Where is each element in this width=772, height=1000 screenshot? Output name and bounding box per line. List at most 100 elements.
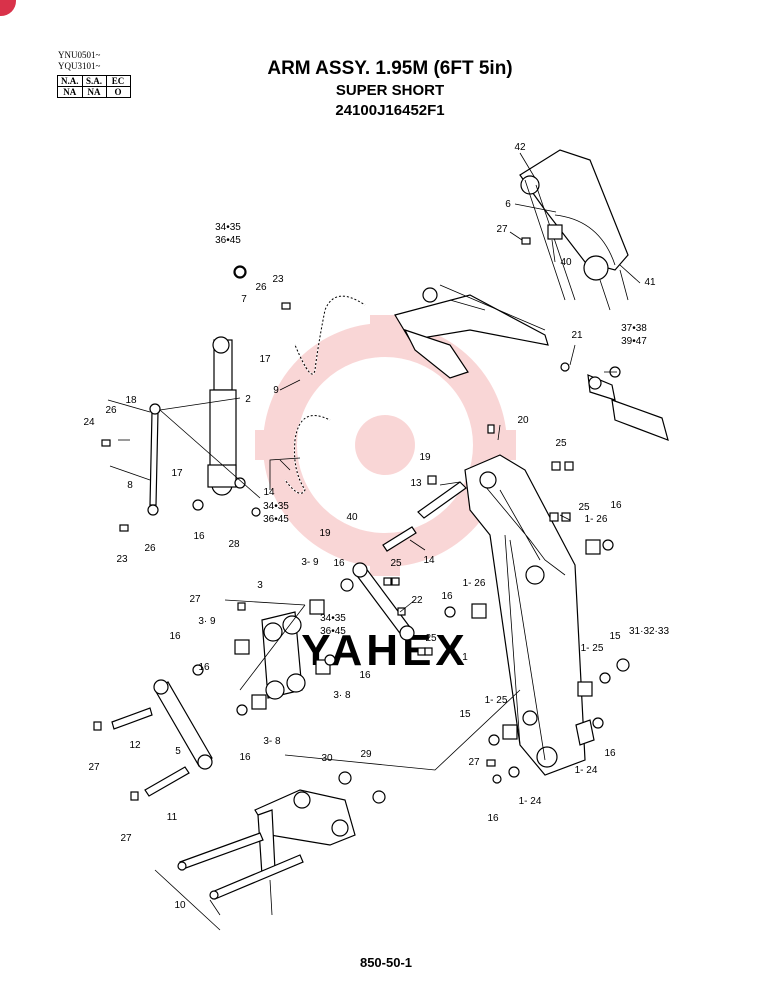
callout-label: 37•38 xyxy=(621,323,647,334)
serial-range-2: YQU3101~ xyxy=(58,61,101,71)
callout-label: 15 xyxy=(459,709,471,720)
callout-label: 34•35 xyxy=(320,613,346,624)
callout-label: 41 xyxy=(644,277,656,288)
callout-label: 1- 25 xyxy=(485,695,508,706)
callout-label: 6 xyxy=(505,199,511,210)
callout-label: 3 xyxy=(257,580,263,591)
callout-label: 40 xyxy=(560,257,572,268)
callout-label: 34•35 xyxy=(215,222,241,233)
callout-label: 1- 24 xyxy=(519,796,542,807)
callout-label: 29 xyxy=(360,749,372,760)
callout-label: 1- 24 xyxy=(575,765,598,776)
callout-label: 18 xyxy=(125,395,137,406)
callout-label: 8 xyxy=(127,480,133,491)
callout-label: 24 xyxy=(83,417,95,428)
link-bar xyxy=(352,562,415,641)
callout-label: 26 xyxy=(255,282,267,293)
callout-label: 14 xyxy=(423,555,435,566)
part-number: 24100J16452F1 xyxy=(335,102,445,119)
callout-label: 36•45 xyxy=(215,235,241,246)
watermark-gear-icon xyxy=(255,315,516,576)
boom-body xyxy=(394,284,549,379)
callout-label: 16 xyxy=(193,531,205,542)
cylinder-rod xyxy=(587,366,669,441)
callout-label: 36•45 xyxy=(320,626,346,637)
callout-label: 1 xyxy=(462,652,468,663)
link-assembly xyxy=(261,611,306,700)
callout-label: 39•47 xyxy=(621,336,647,347)
callout-label: 3- 9 xyxy=(301,557,319,568)
page-title: ARM ASSY. 1.95M (6FT 5in) xyxy=(267,58,513,79)
callout-label: 1- 25 xyxy=(581,643,604,654)
callout-label: 27 xyxy=(189,594,201,605)
page-subtitle: SUPER SHORT xyxy=(335,82,445,99)
callout-label: 27 xyxy=(468,757,480,768)
callout-label: 26 xyxy=(105,405,117,416)
callout-label: 1- 26 xyxy=(463,578,486,589)
callout-label: 36•45 xyxy=(263,514,289,525)
link-rod xyxy=(147,403,161,516)
callout-label: 16 xyxy=(359,670,371,681)
callout-label: 14 xyxy=(263,487,275,498)
callout-label: 16 xyxy=(169,631,181,642)
callout-label: 16 xyxy=(441,591,453,602)
title-block: ARM ASSY. 1.95M (6FT 5in) SUPER SHORT 24… xyxy=(190,57,590,121)
callout-label: 16 xyxy=(198,662,210,673)
arm-top-assembly xyxy=(519,149,629,311)
callout-label: 25 xyxy=(425,633,437,644)
pin-long xyxy=(111,707,190,797)
callout-label: 25 xyxy=(578,502,590,513)
callout-label: 20 xyxy=(517,415,529,426)
callout-label: 23 xyxy=(272,274,284,285)
callout-label: 3- 8 xyxy=(263,736,281,747)
callout-label: 1- 26 xyxy=(585,514,608,525)
callout-label: 42 xyxy=(514,142,526,153)
callout-labels: 42 6 27 40 41 34•35 36•45 23 26 7 17 37•… xyxy=(83,142,669,911)
callout-label: 16 xyxy=(239,752,251,763)
callout-label: 19 xyxy=(319,528,331,539)
callout-label: 16 xyxy=(604,748,616,759)
bushings-washers xyxy=(192,266,630,804)
callout-label: 27 xyxy=(496,224,508,235)
callout-label: 3· 9 xyxy=(198,616,216,627)
callout-label: 2 xyxy=(245,394,251,405)
bucket-link-assembly xyxy=(177,789,356,900)
pin xyxy=(382,481,467,552)
callout-label: 34•35 xyxy=(263,501,289,512)
page-number: 850-50-1 xyxy=(359,955,413,970)
callout-label: 31·32·33 xyxy=(629,626,669,637)
callout-label: 11 xyxy=(167,812,178,823)
region-value-ec: O xyxy=(105,86,131,98)
callout-label: 40 xyxy=(346,512,358,523)
hydraulic-hose xyxy=(284,295,366,495)
serial-ranges: YNU0501~ YQU3101~ xyxy=(58,50,100,72)
callout-label: 17 xyxy=(259,354,271,365)
callout-label: 7 xyxy=(241,294,247,305)
callout-label: 15 xyxy=(609,631,621,642)
arm-main-body xyxy=(464,454,586,776)
callout-label: 28 xyxy=(228,539,240,550)
leader-lines xyxy=(107,152,641,931)
link-plate xyxy=(153,679,213,770)
callout-label: 25 xyxy=(390,558,402,569)
callout-label: 27 xyxy=(88,762,100,773)
callout-label: 25 xyxy=(555,438,567,449)
callout-label: 23 xyxy=(116,554,128,565)
bolts-and-nuts xyxy=(93,237,574,801)
callout-label: 5 xyxy=(175,746,181,757)
callout-label: 21 xyxy=(571,330,583,341)
callout-label: 10 xyxy=(174,900,186,911)
callout-label: 27 xyxy=(120,833,132,844)
callout-label: 19 xyxy=(419,452,431,463)
callout-label: 3· 8 xyxy=(333,690,351,701)
serial-range-1: YNU0501~ xyxy=(58,50,101,60)
callout-label: 17 xyxy=(171,468,183,479)
callout-label: 12 xyxy=(129,740,141,751)
callout-label: 16 xyxy=(487,813,499,824)
callout-label: 30 xyxy=(321,753,333,764)
callout-label: 13 xyxy=(410,478,422,489)
callout-label: 16 xyxy=(610,500,622,511)
callout-label: 9 xyxy=(273,385,279,396)
